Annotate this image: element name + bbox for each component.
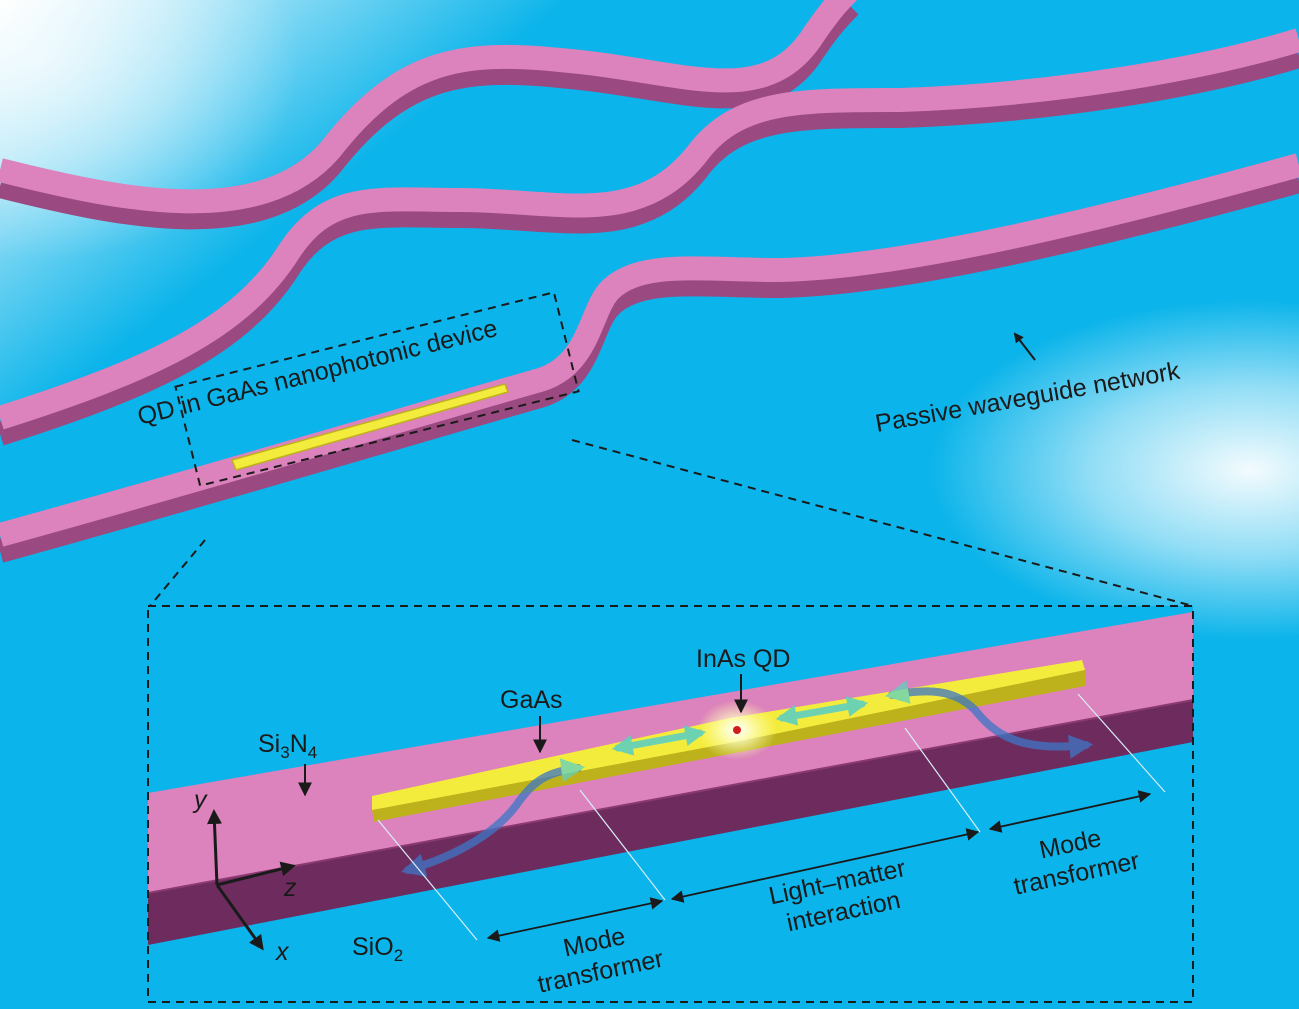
coupling-arrow-left [401,758,586,877]
teal-arrow-1 [611,725,707,756]
device-zoom-box [174,291,580,487]
guide-line-4 [1077,693,1166,793]
axis-label-y: y [192,786,208,814]
axis-z-arrow [216,861,296,887]
guide-line-3 [904,727,981,833]
zoom-line-right [571,439,1194,607]
axis-label-z: z [283,874,297,902]
coordinate-axes: y z x [192,786,297,966]
zoom-line-left [149,539,206,607]
label-si3n4: Si3N4 [258,730,317,762]
label-sio2: SiO2 [352,933,403,965]
arrow-passive-network [1013,332,1036,361]
waveguide-network [0,0,1299,563]
teal-arrow-2 [775,696,869,726]
axis-y-arrow [206,809,222,886]
inset-waveguide-side [148,700,1193,945]
label-inas-qd: InAs QD [696,645,790,673]
gaas-device-small [230,383,509,471]
guide-line-1 [377,819,478,941]
guide-line-2 [579,789,666,901]
axis-label-x: x [275,938,290,966]
coupling-arrow-right [884,680,1094,759]
inset-panel: InAs QD GaAs Si3N4 SiO2 Mode transformer… [147,605,1194,1003]
background-highlight [930,300,1299,640]
dim-arrow-mode-right [988,790,1152,833]
waveguide-2 [0,28,1299,446]
waveguide-1 [0,0,859,230]
dim-arrow-mode-left [486,897,664,942]
label-gaas: GaAs [500,686,563,714]
inas-qd-dot [733,726,741,734]
inset-border [147,605,1194,1003]
axis-x-arrow [215,884,264,951]
dim-arrow-light-matter [670,828,980,903]
